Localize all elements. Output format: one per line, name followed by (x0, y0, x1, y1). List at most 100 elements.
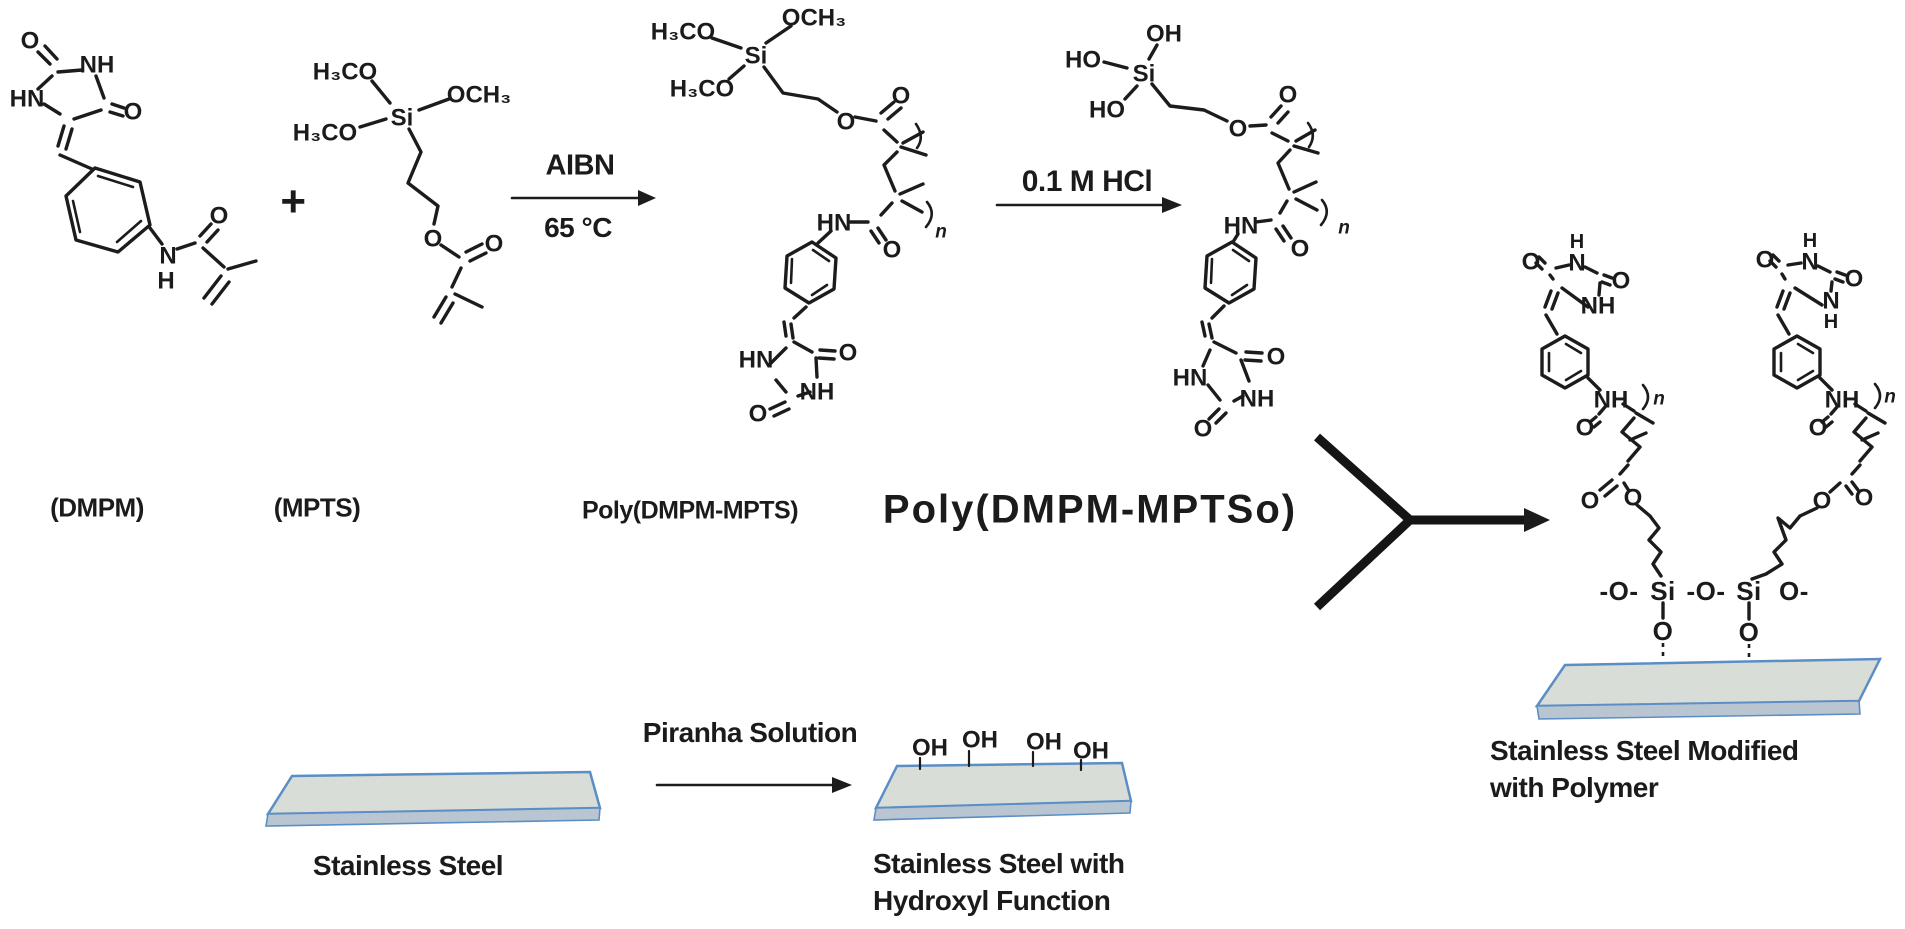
hydroxylated-plate: OH OH OH OH (873, 726, 1133, 821)
atom-label: NH (1825, 386, 1860, 413)
atom-label: O (837, 108, 856, 135)
subscript-n: n (1653, 389, 1665, 410)
atom-label: O- (1779, 576, 1809, 606)
merge-arrow (1313, 433, 1550, 611)
atom-label: Si (1736, 576, 1762, 606)
atom-label: O (1194, 415, 1213, 442)
poly-dmpm-mpts-structure: H₃CO OCH₃ H₃CO Si O O n HN O HN O NH O (651, 4, 947, 427)
atom-label: NH (800, 378, 835, 405)
atom-label: OH (1146, 20, 1182, 47)
atom-label: O (839, 339, 858, 366)
atom-label: O (1813, 487, 1832, 514)
atom-label: O (892, 82, 911, 109)
atom-label: -O- (1686, 576, 1725, 606)
atom-label: O (21, 27, 40, 54)
atom-label: H₃CO (670, 75, 734, 102)
atom-label: O (749, 400, 768, 427)
subscript-n: n (1884, 387, 1896, 408)
atom-label: H (1803, 230, 1817, 252)
atom-label: O (1756, 246, 1775, 273)
atom-label: Si (1650, 576, 1676, 606)
atom-label: O (1809, 414, 1828, 441)
atom-label: HN (739, 346, 774, 373)
atom-label: H₃CO (313, 58, 377, 85)
atom-label: O (1855, 484, 1874, 511)
reaction-arrow-2 (995, 197, 1182, 213)
atom-label: O (210, 202, 229, 229)
atom-label: NH (1581, 292, 1616, 319)
atom-label: O (1291, 235, 1310, 262)
subscript-n: n (935, 222, 947, 243)
hydroxylated-steel-label-line2: Hydroxyl Function (873, 885, 1111, 916)
atom-label: OCH₃ (782, 4, 846, 31)
temperature-label: 65 °C (544, 212, 612, 243)
atom-label: N (159, 242, 176, 269)
atom-label: HO (1065, 46, 1101, 73)
atom-label: NH (1240, 385, 1275, 412)
modified-steel-label-line2: with Polymer (1490, 772, 1659, 803)
reagent-aibn: AIBN (545, 149, 615, 182)
atom-label: HN (1173, 364, 1208, 391)
stainless-steel-label: Stainless Steel (312, 850, 504, 881)
poly-dmpm-mpts-label: Poly(DMPM-MPTS) (581, 496, 799, 525)
oh-group-label: OH (962, 726, 998, 753)
atom-label: O (1576, 414, 1595, 441)
atom-label: O (1845, 265, 1864, 292)
mpts-label: (MPTS) (273, 492, 361, 523)
hydroxylated-steel-label-line1: Stainless Steel with (873, 848, 1125, 879)
atom-label: Si (391, 104, 414, 131)
atom-label: O (124, 98, 143, 125)
oh-group-label: OH (1073, 737, 1109, 764)
grafted-chain-left: O H N O NH NH n O O O (1522, 231, 1665, 578)
atom-label: Si (1133, 60, 1156, 87)
atom-label: H (1570, 231, 1584, 253)
atom-label: O (1267, 343, 1286, 370)
reaction-arrow-3 (655, 777, 852, 793)
atom-label: O (1624, 484, 1643, 511)
reagent-hcl: 0.1 M HCl (1021, 165, 1153, 198)
atom-label: O (1581, 487, 1600, 514)
atom-label: O (1279, 81, 1298, 108)
atom-label: HO (1089, 96, 1125, 123)
grafted-chain-right: O H N O N H NH n O O O (1750, 230, 1896, 581)
poly-dmpm-mptso-structure: HO OH HO Si O O n HN O HN O NH O (1065, 20, 1350, 442)
atom-label: N (1568, 249, 1585, 276)
atom-label: O (1522, 248, 1541, 275)
modified-steel-label-line1: Stainless Steel Modified (1490, 735, 1799, 766)
atom-label: O (1612, 267, 1631, 294)
subscript-n: n (1338, 218, 1350, 239)
plus-sign: + (280, 177, 306, 226)
atom-label: -O- (1599, 576, 1638, 606)
hydroxylated-steel-label: Stainless Steel with Hydroxyl Function (873, 845, 1125, 919)
dmpm-structure: O NH HN O N H O (10, 27, 258, 306)
modified-steel-label: Stainless Steel Modified with Polymer (1490, 732, 1799, 806)
atom-label: O (485, 230, 504, 257)
atom-label: H (157, 267, 174, 294)
atom-label: O (1229, 115, 1248, 142)
atom-label: HN (1224, 212, 1259, 239)
atom-label: H₃CO (651, 18, 715, 45)
atom-label: N (1801, 248, 1818, 275)
atom-label: H₃CO (293, 119, 357, 146)
mpts-structure: H₃CO OCH₃ H₃CO Si O O (293, 58, 511, 325)
atom-label: OCH₃ (447, 81, 511, 108)
atom-label: H (1824, 311, 1838, 333)
atom-label: O (1739, 617, 1760, 647)
atom-label: NH (1594, 386, 1629, 413)
atom-label: HN (817, 209, 852, 236)
stainless-steel-plate (265, 770, 602, 827)
siloxane-network: -O- Si -O- Si O- O O (1599, 576, 1808, 661)
atom-label: O (1653, 616, 1674, 646)
atom-label: O (883, 236, 902, 263)
atom-label: O (424, 225, 443, 252)
reaction-arrow-1 (510, 190, 656, 206)
atom-label: NH (80, 51, 115, 78)
poly-dmpm-mptso-label: Poly(DMPM-MPTSo) (882, 487, 1298, 532)
modified-plate (1534, 657, 1883, 720)
oh-group-label: OH (912, 734, 948, 761)
atom-label: HN (10, 85, 45, 112)
dmpm-label: (DMPM) (50, 492, 144, 523)
atom-label: N (1822, 287, 1839, 314)
